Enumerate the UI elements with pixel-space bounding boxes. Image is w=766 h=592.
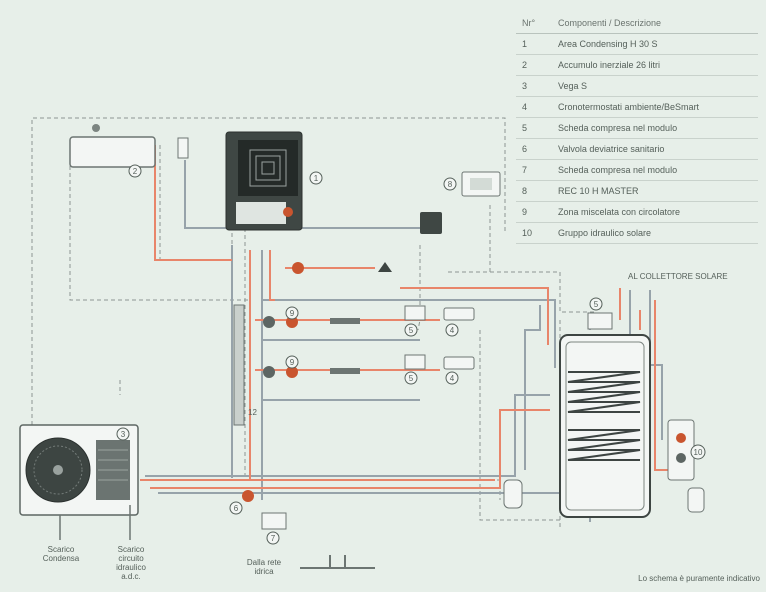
- inertial-tank: [69, 124, 189, 168]
- marker-5c: 5: [589, 297, 603, 311]
- boiler-pump: [292, 262, 304, 274]
- marker-4b: 4: [445, 371, 459, 385]
- legend-num: 8: [516, 180, 552, 202]
- solar-hydraulic-group: [667, 419, 705, 513]
- legend-desc: Cronotermostati ambiente/BeSmart: [552, 96, 758, 118]
- solar-card: [587, 312, 613, 330]
- legend-desc: Scheda compresa nel modulo: [552, 117, 758, 139]
- drain-circuit-label: Scarico circuito idraulico a.d.c.: [108, 545, 154, 581]
- expansion-vessel: [503, 479, 523, 509]
- drain-circuit-line1: Scarico: [117, 545, 145, 554]
- legend-header-desc: Componenti / Descrizione: [552, 13, 758, 34]
- svg-text:5: 5: [409, 326, 414, 335]
- legend-desc: REC 10 H MASTER: [552, 180, 758, 202]
- legend-num: 6: [516, 138, 552, 160]
- pipe-number: 12: [248, 408, 257, 417]
- legend-desc: Zona miscelata con circolatore: [552, 201, 758, 223]
- drain-condensate-line2: Condensa: [42, 554, 80, 563]
- svg-text:4: 4: [450, 326, 455, 335]
- marker-7: 7: [266, 531, 280, 545]
- marker-8: 8: [443, 177, 457, 191]
- legend-num: 4: [516, 96, 552, 118]
- svg-text:9: 9: [290, 309, 295, 318]
- svg-text:5: 5: [594, 300, 599, 309]
- water-mains-line2: idrica: [254, 567, 274, 576]
- marker-5b: 5: [404, 371, 418, 385]
- drain-circuit-line3: idraulico: [116, 563, 146, 572]
- mixed-zones: [263, 305, 475, 378]
- dhw-storage-tank: [559, 334, 651, 518]
- legend-num: 9: [516, 201, 552, 223]
- svg-text:5: 5: [409, 374, 414, 383]
- water-mains-line1: Dalla rete: [246, 558, 282, 567]
- legend-num: 10: [516, 222, 552, 244]
- svg-text:7: 7: [271, 534, 276, 543]
- legend-desc: Valvola deviatrice sanitario: [552, 138, 758, 160]
- legend-num: 7: [516, 159, 552, 181]
- boiler-unit: [225, 131, 303, 231]
- legend-desc: Area Condensing H 30 S: [552, 33, 758, 55]
- hydraulic-separator: [233, 304, 245, 426]
- mains-inlet: [300, 555, 375, 569]
- marker-5a: 5: [404, 323, 418, 337]
- marker-3: 3: [116, 427, 130, 441]
- legend-desc: Gruppo idraulico solare: [552, 222, 758, 244]
- legend-header: Nr° Componenti / Descrizione: [516, 13, 758, 34]
- svg-text:9: 9: [290, 358, 295, 367]
- drains: [59, 505, 131, 540]
- marker-9a: 9: [285, 306, 299, 320]
- diverter-valve: [242, 490, 254, 502]
- svg-text:10: 10: [694, 448, 703, 457]
- safety-valve: [378, 262, 392, 272]
- legend-num: 1: [516, 33, 552, 55]
- svg-text:1: 1: [314, 174, 319, 183]
- marker-4a: 4: [445, 323, 459, 337]
- svg-text:3: 3: [121, 430, 126, 439]
- diverter-card: [261, 512, 287, 530]
- legend-header-num: Nr°: [516, 13, 552, 34]
- marker-9b: 9: [285, 355, 299, 369]
- drain-circuit-line4: a.d.c.: [121, 572, 141, 581]
- water-mains-label: Dalla rete idrica: [238, 558, 290, 576]
- legend-num: 5: [516, 117, 552, 139]
- rec-controller: [420, 171, 501, 234]
- svg-text:6: 6: [234, 504, 239, 513]
- solar-collector-label: AL COLLETTORE SOLARE: [628, 272, 728, 281]
- disclaimer-text: Lo schema è puramente indicativo: [638, 574, 760, 583]
- drain-condensate-line1: Scarico: [47, 545, 75, 554]
- legend-num: 3: [516, 75, 552, 97]
- legend-num: 2: [516, 54, 552, 76]
- drain-condensate-label: Scarico Condensa: [36, 545, 86, 563]
- svg-text:8: 8: [448, 180, 453, 189]
- marker-10: 10: [690, 444, 706, 460]
- marker-1: 1: [309, 171, 323, 185]
- drain-circuit-line2: circuito: [118, 554, 144, 563]
- legend-desc: Vega S: [552, 75, 758, 97]
- marker-6: 6: [229, 501, 243, 515]
- legend-desc: Accumulo inerziale 26 litri: [552, 54, 758, 76]
- svg-text:2: 2: [133, 167, 138, 176]
- heat-pump-unit: [19, 424, 139, 516]
- marker-2: 2: [128, 164, 142, 178]
- legend-desc: Scheda compresa nel modulo: [552, 159, 758, 181]
- svg-text:4: 4: [450, 374, 455, 383]
